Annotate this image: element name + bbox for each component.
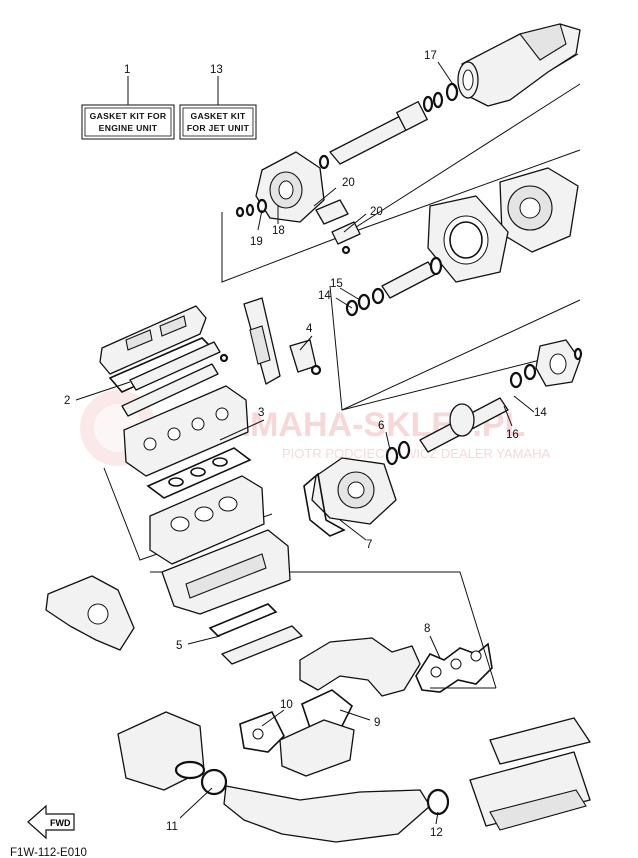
- left-cover: [45, 575, 135, 651]
- callout-19: 19: [250, 236, 263, 248]
- footer-code: F1W-112-E010: [10, 847, 87, 858]
- callout-5: 5: [176, 640, 182, 652]
- bracket-parts: [315, 199, 361, 255]
- camshafts: [121, 341, 229, 417]
- callout-13: 13: [210, 64, 223, 76]
- duct-adaptor: [427, 195, 509, 283]
- callout-18: 18: [272, 225, 285, 237]
- coupler-housing: [303, 457, 397, 537]
- callout-numbers: 1 13 17 20 20 19 18 15 14 4 2 3 6 14 16 …: [64, 50, 547, 839]
- shaft-middle: [345, 256, 443, 317]
- drive-shaft-lower: [385, 397, 509, 466]
- lower-gaskets: [208, 603, 303, 665]
- callout-20a: 20: [342, 177, 355, 189]
- fwd-label: FWD: [50, 818, 71, 828]
- timing-chain: [243, 297, 322, 385]
- callout-20b: 20: [370, 206, 383, 218]
- callout-3: 3: [258, 407, 264, 419]
- crankcase: [161, 529, 291, 615]
- callout-8: 8: [424, 623, 430, 635]
- impeller-housing: [499, 167, 579, 253]
- bearing-housing-right: [509, 339, 583, 389]
- intermediate-housing: [235, 151, 325, 223]
- water-lock: [117, 711, 228, 796]
- callout-14a: 14: [318, 290, 331, 302]
- exhaust-pipe: [223, 785, 450, 843]
- callout-14b: 14: [534, 407, 547, 419]
- callout-7: 7: [366, 539, 372, 551]
- callout-10: 10: [280, 699, 293, 711]
- head-gasket: [146, 447, 252, 499]
- cylinder-head: [123, 385, 249, 477]
- cylinder-block: [149, 475, 265, 565]
- callout-6: 6: [378, 420, 384, 432]
- callout-17: 17: [424, 50, 437, 62]
- watermark-sub: PIOTR PODCIECHOWICZ DEALER YAMAHA: [282, 446, 551, 461]
- jet-kit-line2: FOR JET UNIT: [187, 123, 250, 133]
- callout-2: 2: [64, 395, 70, 407]
- callout-16: 16: [506, 429, 519, 441]
- gasket-kit-jet-box: GASKET KIT FOR JET UNIT: [179, 76, 257, 140]
- engine-kit-line2: ENGINE UNIT: [99, 123, 158, 133]
- muffler-right: [469, 717, 591, 831]
- jet-nozzle: [457, 23, 581, 107]
- callout-1: 1: [124, 64, 130, 76]
- drive-shaft-upper: [318, 82, 459, 170]
- fwd-arrow: FWD: [27, 804, 75, 840]
- exhaust-flange-gaskets: [239, 689, 355, 777]
- leader-lines: [75, 61, 535, 825]
- callout-15: 15: [330, 278, 343, 290]
- exhaust-manifold: [299, 637, 493, 697]
- engine-kit-line1: GASKET KIT FOR: [90, 111, 167, 121]
- callout-11: 11: [166, 821, 178, 833]
- gasket-kit-engine-box: GASKET KIT FOR ENGINE UNIT: [81, 76, 175, 140]
- callout-9: 9: [374, 717, 380, 729]
- jet-kit-line1: GASKET KIT: [190, 111, 245, 121]
- callout-12: 12: [430, 827, 443, 839]
- cylinder-head-cover: [99, 305, 216, 393]
- callout-4: 4: [306, 323, 313, 335]
